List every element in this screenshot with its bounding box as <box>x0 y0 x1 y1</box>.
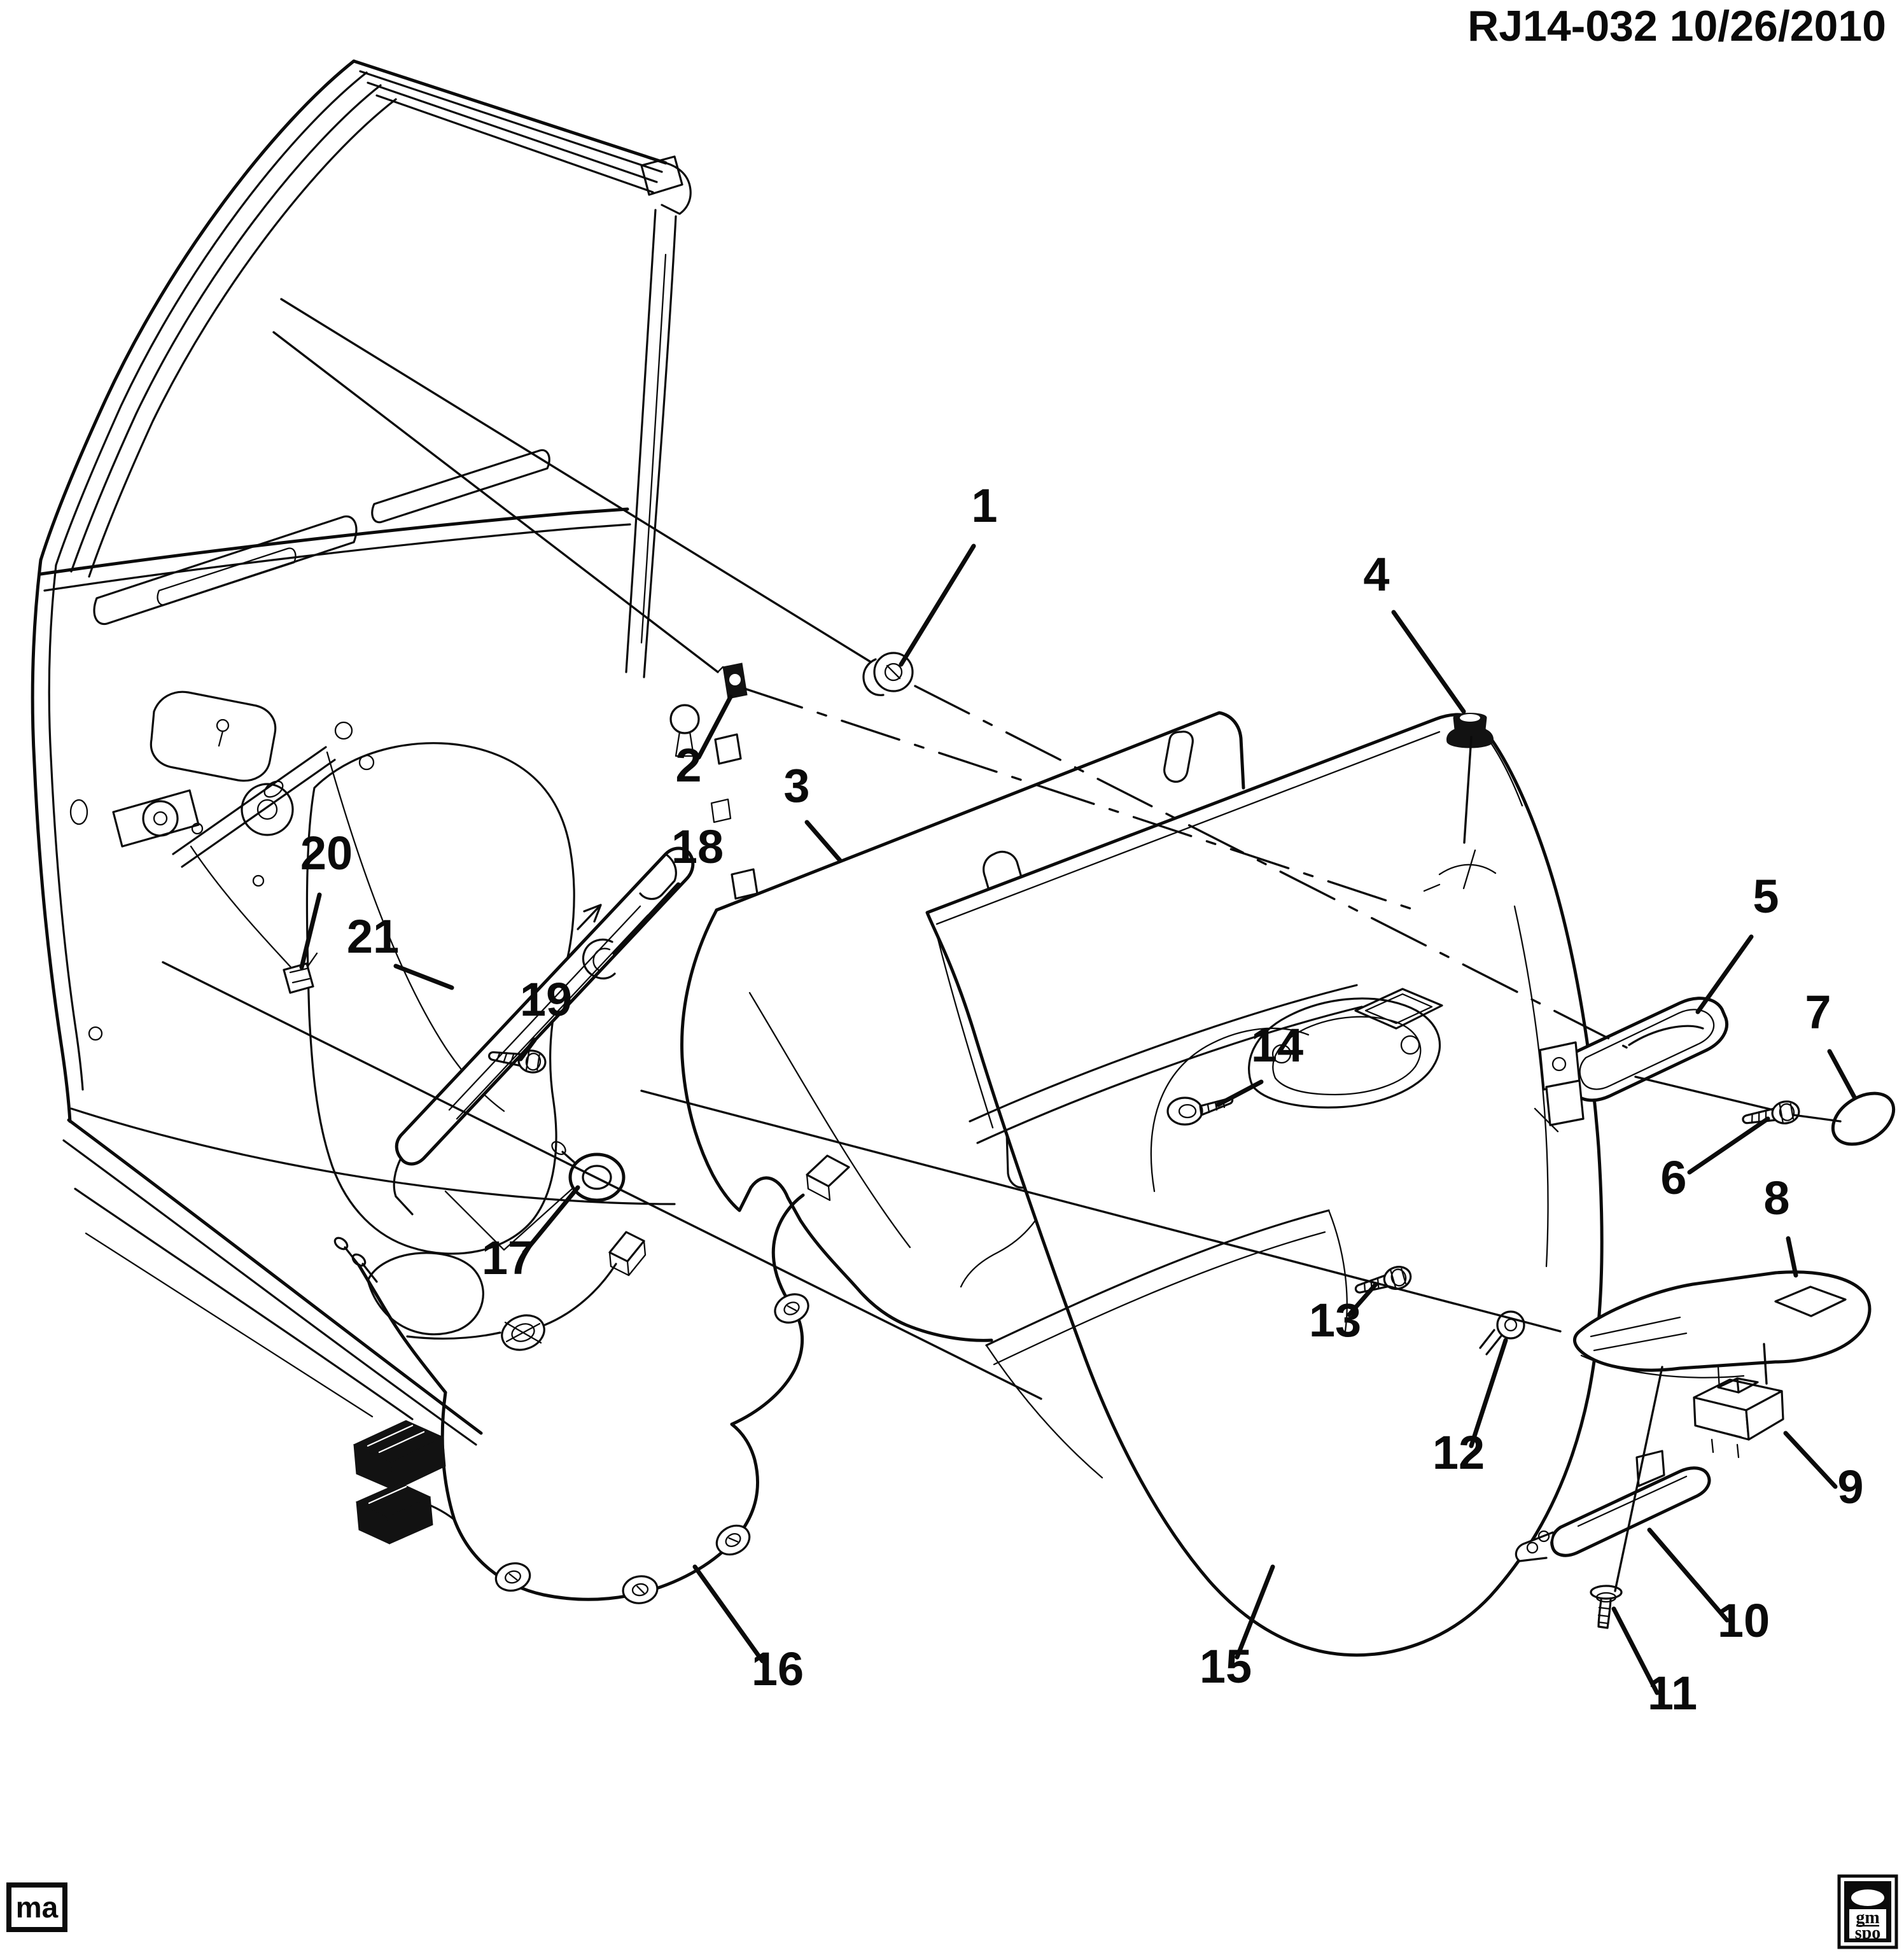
grommet-17 <box>551 1140 626 1202</box>
clip-18 <box>582 938 616 980</box>
callout-leader-4 <box>1391 610 1466 714</box>
callout-leader-12 <box>1469 1338 1508 1448</box>
callout-label-2: 2 <box>675 739 701 792</box>
callout-leader-21 <box>393 963 454 990</box>
callout-label-7: 7 <box>1805 986 1831 1039</box>
callout-leader-7 <box>1827 1049 1857 1100</box>
callout-label-13: 13 <box>1309 1294 1361 1347</box>
callout-label-16: 16 <box>752 1643 804 1695</box>
callout-label-10: 10 <box>1718 1594 1770 1647</box>
projection-lines <box>162 298 1842 1592</box>
handle-bezel-cover <box>1831 1091 1896 1146</box>
callout-label-12: 12 <box>1432 1426 1485 1479</box>
callout-label-1: 1 <box>971 479 997 532</box>
callout-label-9: 9 <box>1837 1461 1863 1513</box>
callout-leader-6 <box>1687 1116 1770 1175</box>
callout-label-6: 6 <box>1660 1151 1686 1204</box>
callout-leader-9 <box>1783 1431 1838 1489</box>
callout-leader-10 <box>1647 1527 1730 1623</box>
door-trim-panel <box>925 713 1604 1657</box>
gmspo-logo: gm spo <box>1837 1874 1898 1949</box>
callout-leader-2 <box>696 694 733 760</box>
callout-leader-8 <box>1786 1236 1798 1278</box>
window-switch <box>1693 1377 1784 1459</box>
callout-leader-15 <box>1235 1564 1275 1660</box>
callout-label-21: 21 <box>347 910 399 963</box>
callout-leader-3 <box>804 820 843 863</box>
callout-leader-16 <box>692 1564 765 1664</box>
callout-leader-14 <box>1215 1079 1264 1107</box>
callout-leader-18 <box>612 882 681 956</box>
callout-leader-5 <box>1695 934 1754 1014</box>
grommet-4 <box>1446 713 1494 748</box>
gmspo-label-gm: gm <box>1856 1908 1879 1928</box>
callout-label-14: 14 <box>1251 1019 1303 1072</box>
callout-label-5: 5 <box>1753 870 1779 923</box>
callout-label-11: 11 <box>1648 1667 1697 1720</box>
callout-label-3: 3 <box>783 759 809 812</box>
callout-label-15: 15 <box>1200 1640 1252 1693</box>
callout-leader-20 <box>299 892 322 970</box>
lower-bracket <box>1515 1450 1711 1562</box>
callout-label-19: 19 <box>520 973 572 1026</box>
callout-leader-11 <box>1611 1606 1660 1695</box>
drawing-title: RJ14-032 10/26/2010 <box>1467 2 1886 50</box>
callout-label-20: 20 <box>300 827 353 879</box>
callout-leader-19 <box>518 1037 537 1062</box>
clip-2 <box>717 662 748 699</box>
callout-leader-1 <box>899 543 976 667</box>
door-wiring-harness <box>333 1154 850 1607</box>
armrest-pull-handle <box>1573 1270 1872 1391</box>
clip-12 <box>1479 1310 1525 1356</box>
gmspo-oval <box>1851 1889 1884 1906</box>
nut-clip-20 <box>283 952 318 994</box>
callout-label-8: 8 <box>1763 1172 1789 1224</box>
callout-label-4: 4 <box>1363 548 1389 601</box>
callout-leader-17 <box>522 1185 580 1255</box>
ma-badge: ma <box>6 1882 67 1932</box>
ma-badge-label: ma <box>16 1891 59 1924</box>
screw-11 <box>1590 1585 1623 1629</box>
inside-handle-assembly <box>1534 997 1728 1133</box>
door-frame-line-art <box>31 59 806 1446</box>
callout-label-17: 17 <box>482 1231 534 1284</box>
window-guide-rail <box>393 846 695 1216</box>
callout-leader-13 <box>1347 1282 1378 1317</box>
callout-label-18: 18 <box>671 820 724 873</box>
gmspo-label-spo: spo <box>1855 1923 1880 1943</box>
